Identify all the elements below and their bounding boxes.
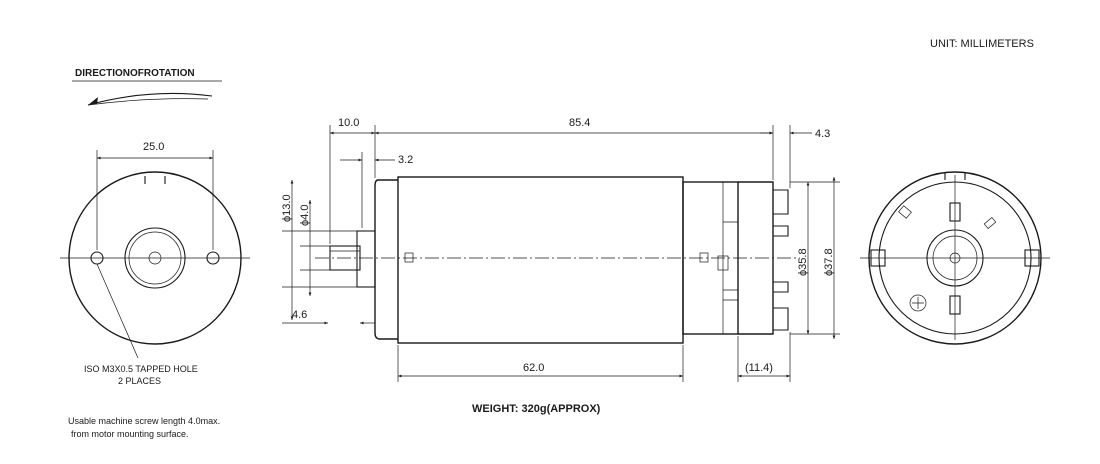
dim-shaft-flat: 4.6: [292, 309, 307, 321]
dim-boss-dia: ϕ13.0: [281, 194, 293, 222]
dim-body-length: 62.0: [523, 362, 544, 374]
direction-label: DIRECTIONOFROTATION: [75, 68, 195, 79]
rotation-arrow-icon: [87, 92, 213, 106]
rear-view: [860, 171, 1050, 345]
dim-shaft-length: 10.0: [338, 117, 359, 129]
dim-overall-length: 85.4: [569, 117, 590, 129]
dim-face-width: 25.0: [143, 141, 164, 153]
dim-terminal-length: 4.3: [815, 128, 830, 140]
hole-note-line2: 2 PLACES: [118, 376, 161, 386]
weight-label: WEIGHT: 320g(APPROX): [472, 403, 601, 415]
screw-note-line1: Usable machine screw length 4.0max.: [68, 416, 220, 426]
dim-shaft-dia: ϕ4.0: [299, 205, 311, 226]
screw-note-line2: from motor mounting surface.: [71, 429, 189, 439]
side-view: [282, 125, 840, 382]
front-view: [60, 150, 250, 359]
dim-end-dia: ϕ37.8: [823, 248, 835, 276]
dim-body-dia: ϕ35.8: [797, 248, 809, 276]
dim-endcap-length: (11.4): [745, 362, 773, 374]
unit-note: UNIT: MILLIMETERS: [930, 38, 1034, 50]
hole-note-line1: ISO M3X0.5 TAPPED HOLE: [84, 364, 198, 374]
dim-boss-length: 3.2: [398, 154, 413, 166]
